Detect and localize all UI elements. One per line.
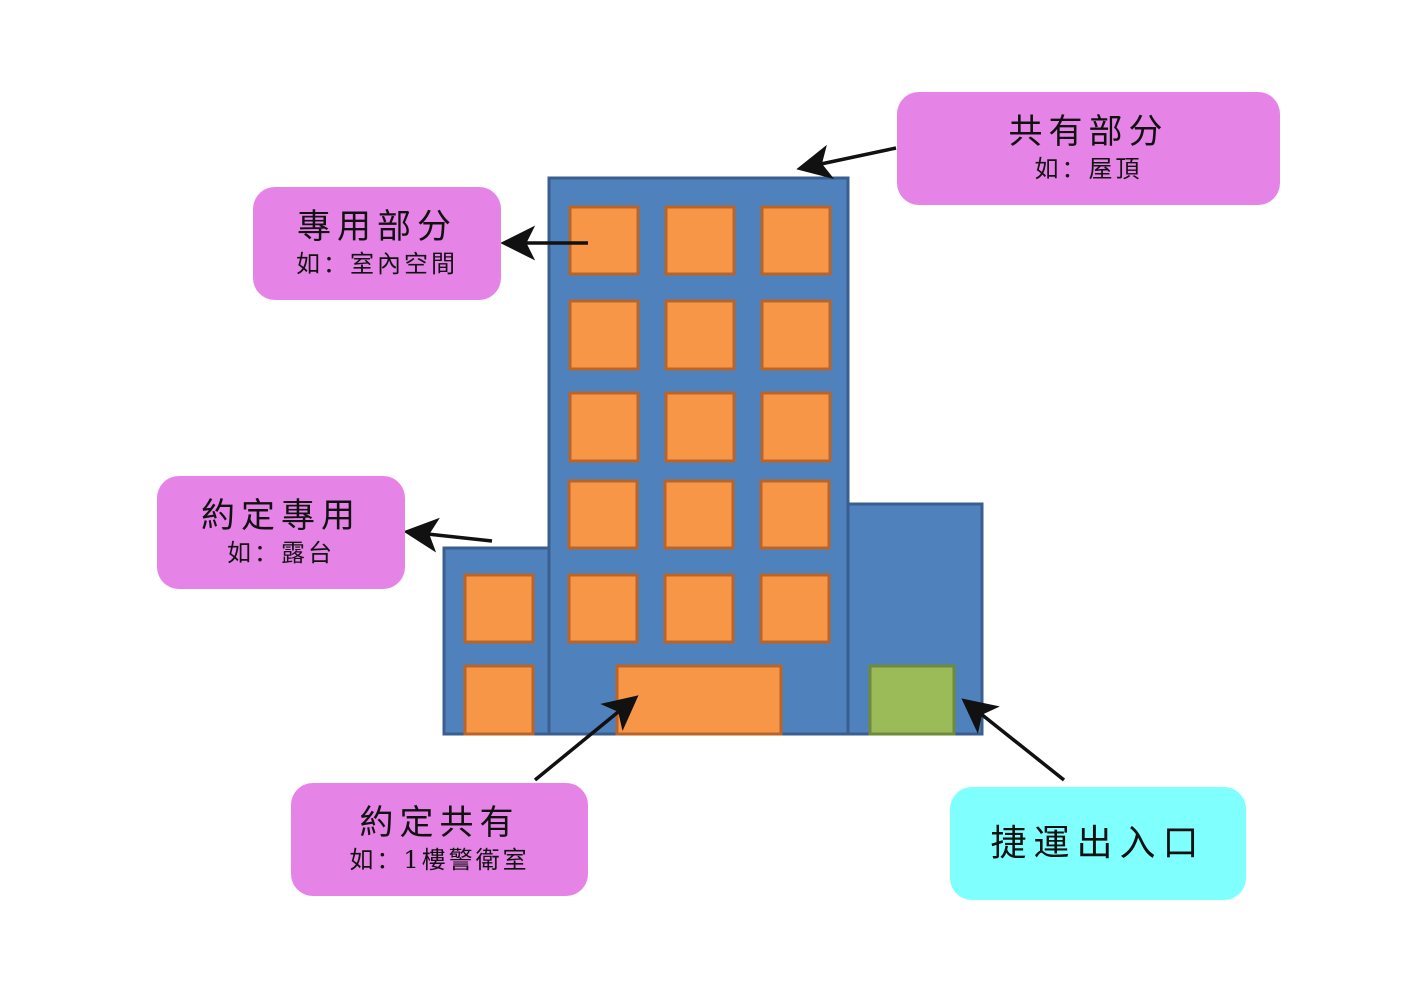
label-subtitle: 如：屋頂	[1034, 155, 1143, 184]
window	[663, 479, 735, 550]
window	[760, 299, 832, 371]
window	[568, 299, 640, 371]
window	[760, 205, 832, 276]
arrow-agreed-common	[533, 695, 639, 782]
label-title: 共有部分	[1008, 111, 1169, 152]
lobby-guard-room	[615, 664, 783, 736]
label-mrt-entrance: 捷運出入口	[950, 787, 1246, 900]
window	[760, 391, 832, 463]
label-subtitle: 如：1樓警衛室	[349, 846, 530, 875]
window	[567, 479, 639, 550]
window	[463, 573, 535, 644]
window	[568, 391, 640, 463]
window	[759, 573, 831, 644]
label-subtitle: 如：露台	[227, 539, 335, 568]
label-agreed-common: 約定共有 如：1樓警衛室	[291, 783, 588, 896]
label-title: 約定專用	[201, 495, 361, 536]
arrow-common	[796, 144, 897, 180]
arrow-agreed-exclusive	[403, 517, 493, 553]
window	[759, 479, 831, 550]
label-exclusive-part: 專用部分 如：室內空間	[253, 187, 501, 300]
label-common-part: 共有部分 如：屋頂	[897, 92, 1280, 205]
label-title: 專用部分	[297, 206, 457, 247]
window	[664, 299, 736, 371]
window	[664, 391, 736, 463]
label-subtitle: 如：室內空間	[296, 250, 458, 279]
arrows	[403, 144, 1066, 782]
window	[663, 573, 735, 644]
label-title: 捷運出入口	[990, 822, 1206, 864]
annex-windows	[463, 573, 535, 736]
window	[568, 205, 640, 276]
label-title: 約定共有	[359, 802, 520, 843]
window	[664, 205, 736, 276]
arrow-mrt	[961, 698, 1066, 782]
tower-windows	[567, 205, 832, 644]
window	[463, 664, 535, 736]
label-agreed-exclusive: 約定專用 如：露台	[157, 476, 405, 589]
window	[567, 573, 639, 644]
mrt-entrance-door	[868, 664, 956, 736]
